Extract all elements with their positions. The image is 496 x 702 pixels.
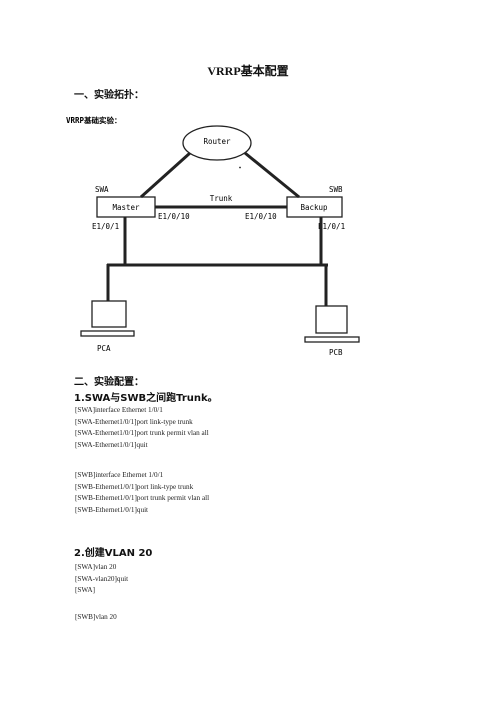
section-topology-heading: 一、实验拓扑： [74,90,144,101]
dot-mark [239,166,241,169]
page-title: VRRP基本配置 [207,64,289,78]
section-config-heading: 二、实验配置： [74,377,144,388]
config-line: [SWB-Ethernet1/0/1]port trunk permit vla… [75,494,210,503]
link-router-swb [244,151,300,199]
trunk-label: Trunk [210,194,233,203]
swb-role-label: Backup [300,203,328,212]
config-line: [SWA-Ethernet1/0/1]quit [75,440,148,449]
swa-access-port: E1/0/1 [92,222,119,231]
config-line: [SWA-Ethernet1/0/1]port trunk permit vla… [75,429,209,438]
pcb-label: PCB [329,348,343,357]
config-line: [SWA] [75,586,95,595]
swa-trunk-config: [SWA]interface Ethernet 1/0/1 [SWA-Ether… [75,405,209,451]
link-router-swa [139,151,192,199]
swa-vlan-config: [SWA]vlan 20 [SWA-vlan20]quit [SWA] [75,562,128,597]
pcb-computer [304,305,360,343]
step2-heading: 2.创建VLAN 20 [74,548,153,559]
config-line: [SWB-Ethernet1/0/1]port link-type trunk [75,482,194,491]
config-line: [SWA]vlan 20 [75,563,117,571]
pca-label: PCA [97,344,111,353]
swb-access-port: E1/0/1 [318,222,345,231]
config-line: [SWB]interface Ethernet 1/0/1 [75,471,164,479]
config-line: [SWA]interface Ethernet 1/0/1 [75,406,163,414]
swb-name: SWB [329,185,343,194]
pca-computer [80,300,135,337]
config-line: [SWA-vlan20]quit [75,574,129,583]
swa-trunk-port: E1/0/10 [158,212,190,221]
swa-role-label: Master [112,203,140,212]
swb-trunk-port: E1/0/10 [245,212,277,221]
topology-diagram: VRRP基础实验： Router SWA SWB Master Backup T… [66,115,360,357]
diagram-caption: VRRP基础实验： [66,115,122,125]
config-line: [SWB]vlan 20 [75,613,117,621]
config-line: [SWA-Ethernet1/0/1]port link-type trunk [75,417,193,426]
swb-vlan-config: [SWB]vlan 20 [75,612,117,624]
config-line: [SWB-Ethernet1/0/1]quit [75,505,149,514]
router-ellipse [182,125,252,161]
swa-name: SWA [95,185,109,194]
step1-heading: 1.SWA与SWB之间跑Trunk。 [74,393,218,404]
swb-trunk-config: [SWB]interface Ethernet 1/0/1 [SWB-Ether… [75,470,209,516]
router-label: Router [203,137,231,146]
